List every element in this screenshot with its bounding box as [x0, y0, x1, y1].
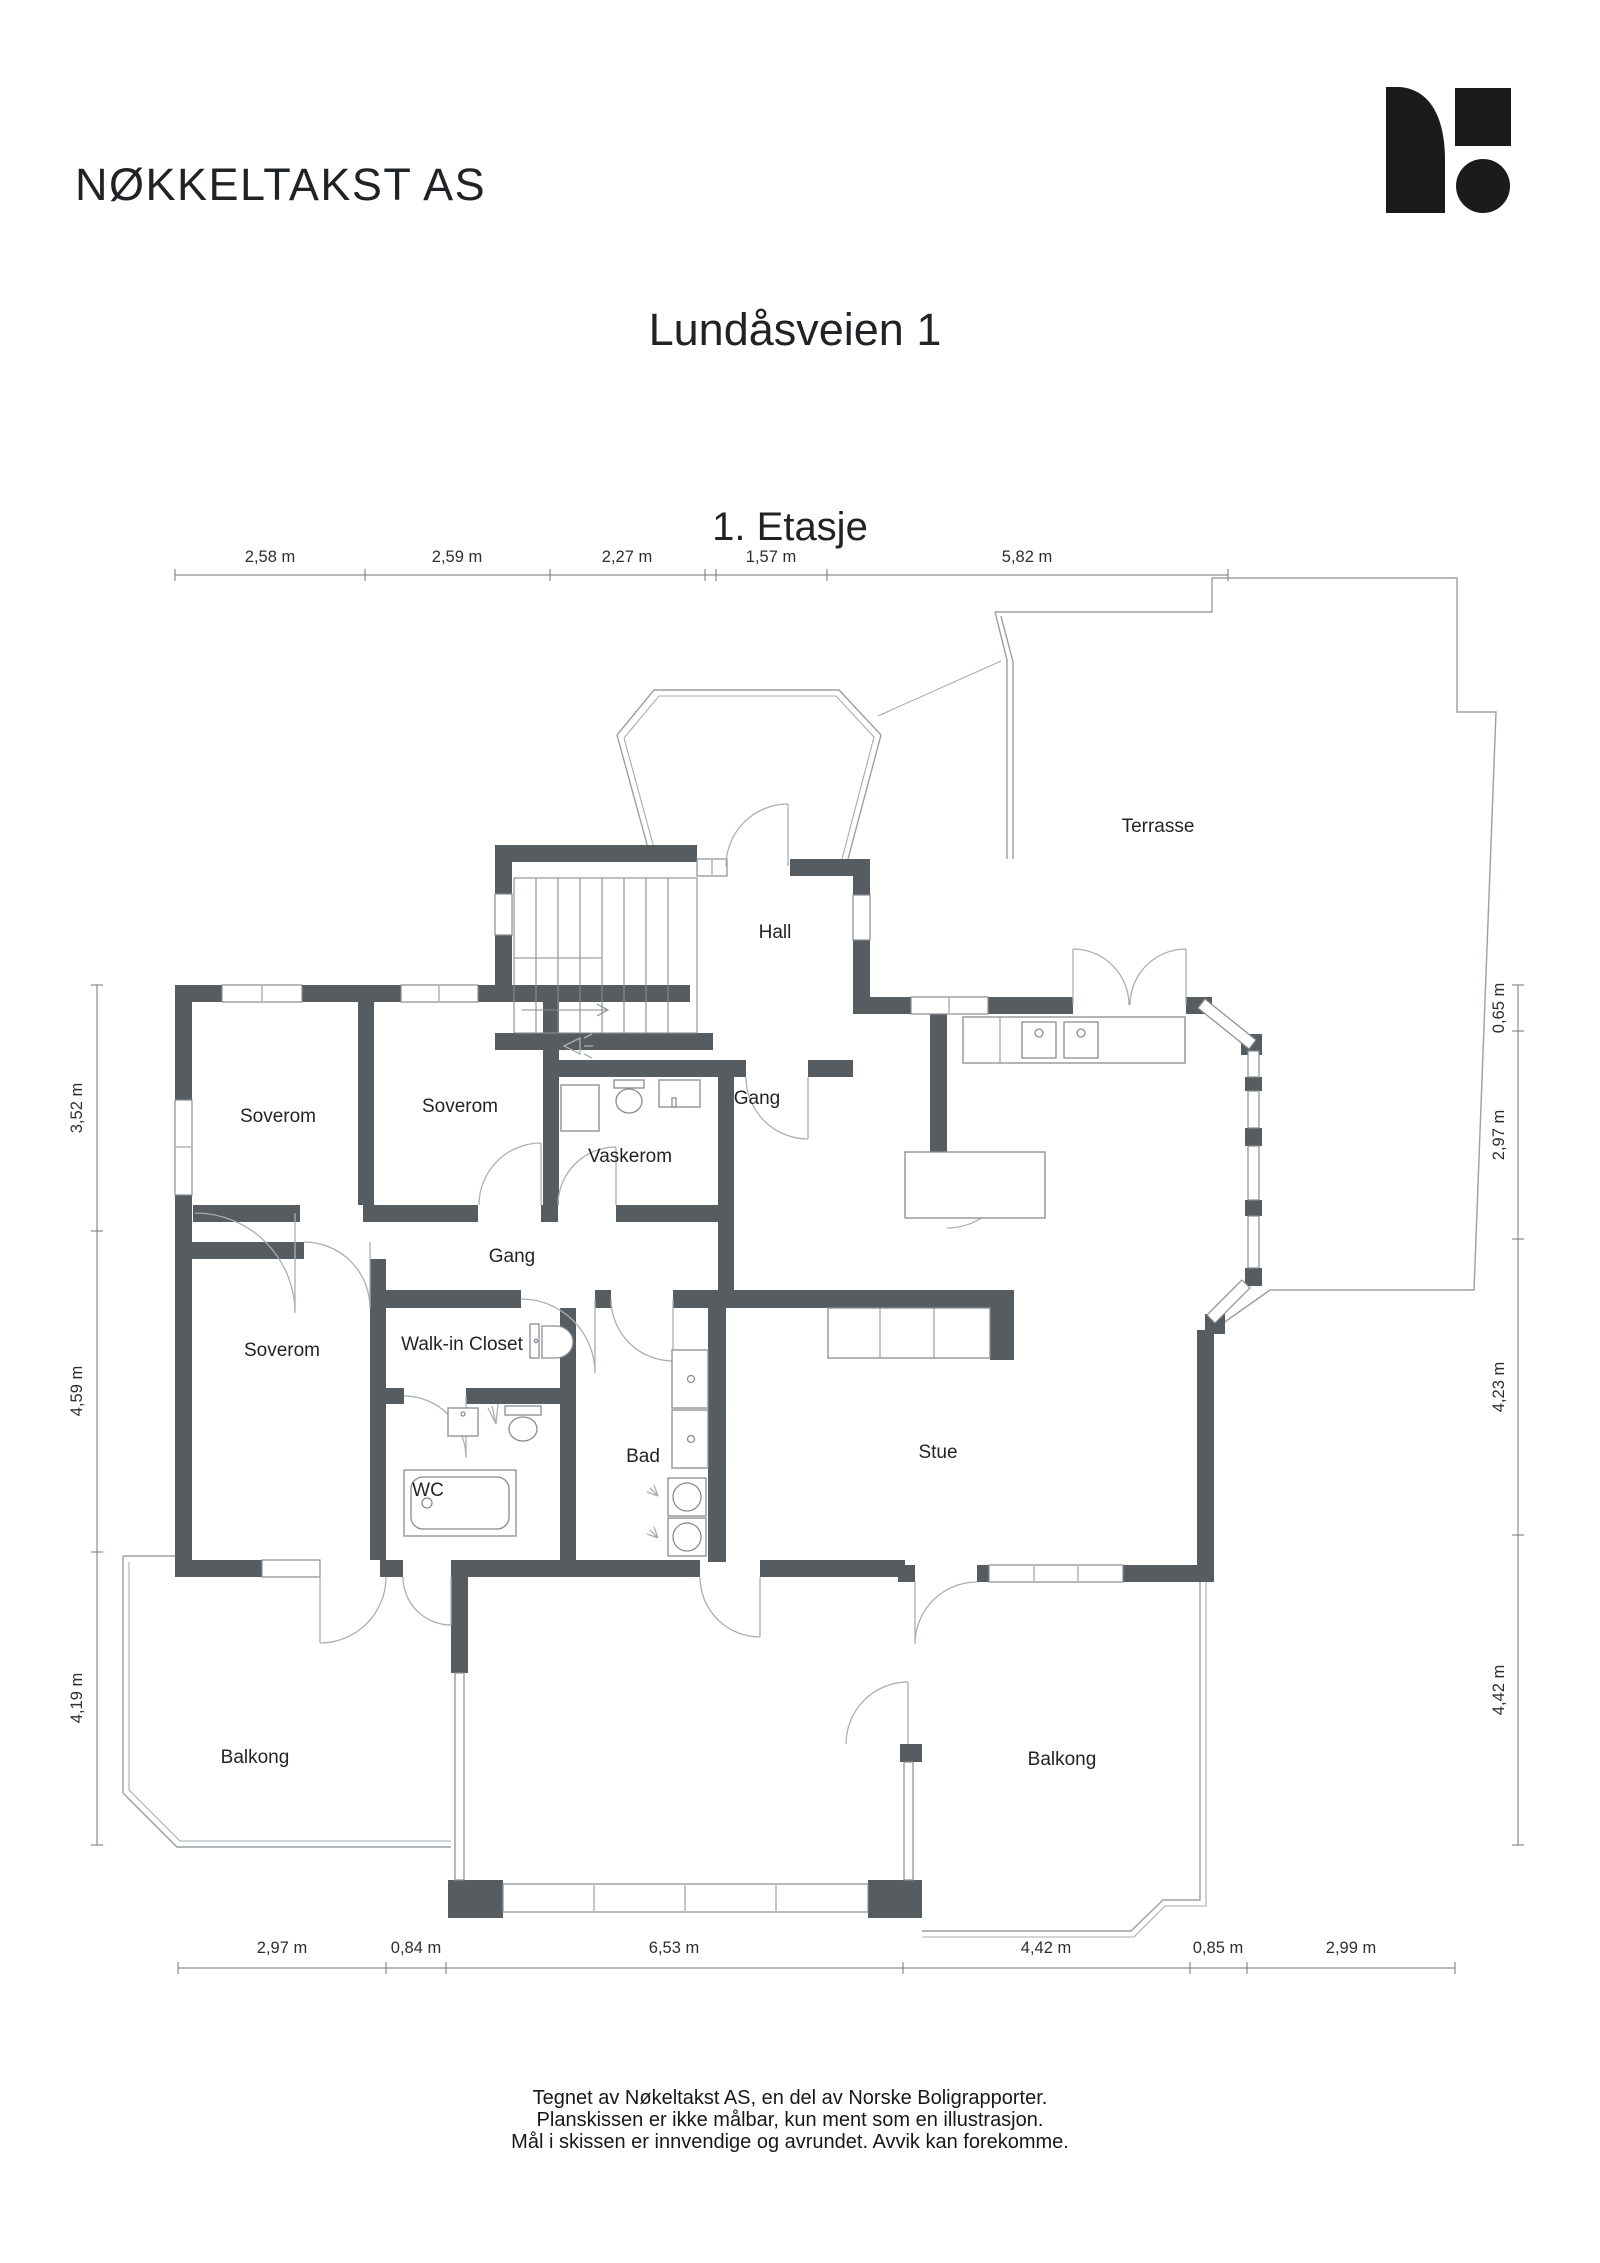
room-label-soverom-3: Soverom	[244, 1340, 320, 1361]
room-label-gang-upper: Gang	[734, 1088, 780, 1109]
kitchen-cabinets	[827, 1307, 991, 1359]
washer-dryer	[646, 1477, 707, 1557]
dim-bottom-6: 2,99 m	[1326, 1939, 1376, 1957]
wall-lamp-icon	[562, 1033, 593, 1059]
dimension-line-bottom: 2,97 m 0,84 m 6,53 m 4,42 m 0,85 m 2,99 …	[177, 1939, 1456, 1974]
entry-porch-outline	[616, 689, 882, 860]
room-label-hall: Hall	[759, 922, 792, 943]
dim-bottom-4: 4,42 m	[1021, 1939, 1071, 1957]
dim-right-3: 4,23 m	[1490, 1362, 1508, 1412]
room-label-soverom-2: Soverom	[422, 1096, 498, 1117]
stair-direction-arrow	[522, 1003, 610, 1017]
dim-right-4: 4,42 m	[1490, 1665, 1508, 1715]
terrasse-outline	[877, 577, 1497, 1327]
wc-fixtures	[447, 1403, 542, 1442]
dim-left-2: 4,59 m	[68, 1366, 86, 1416]
company-name: NØKKELTAKST AS	[75, 159, 486, 210]
room-label-gang-lower: Gang	[489, 1246, 535, 1267]
dimension-line-top: 2,58 m 2,59 m 2,27 m 1,57 m 5,82 m	[174, 548, 1229, 581]
dim-top-1: 2,58 m	[245, 548, 295, 566]
page-title: Lundåsveien 1	[649, 304, 942, 355]
boligrapporter-logo-mark-icon	[1386, 87, 1511, 213]
dim-right-1: 0,65 m	[1490, 983, 1508, 1033]
vaskerom-fixtures	[560, 1079, 701, 1132]
dimension-line-right: 0,65 m 2,97 m 4,23 m 4,42 m	[1490, 983, 1524, 1846]
kitchen-island	[904, 1151, 1046, 1219]
dim-right-2: 2,97 m	[1490, 1110, 1508, 1160]
room-label-balkong-left: Balkong	[221, 1747, 290, 1768]
footer-line-3: Mål i skissen er innvendige og avrundet.…	[511, 2131, 1069, 2153]
dim-bottom-2: 0,84 m	[391, 1939, 441, 1957]
room-label-bad: Bad	[626, 1446, 660, 1467]
bad-vanity	[671, 1349, 709, 1469]
shower-icon	[487, 1403, 499, 1425]
kitchen-counter	[962, 1016, 1186, 1064]
dim-top-4: 1,57 m	[746, 548, 796, 566]
room-label-wc: WC	[412, 1480, 444, 1501]
room-label-balkong-right: Balkong	[1028, 1749, 1097, 1770]
dim-bottom-3: 6,53 m	[649, 1939, 699, 1957]
dim-top-5: 5,82 m	[1002, 548, 1052, 566]
dim-bottom-5: 0,85 m	[1193, 1939, 1243, 1957]
floor-title: 1. Etasje	[712, 505, 868, 549]
shower-icon	[646, 1484, 659, 1497]
shower-icon	[646, 1526, 659, 1539]
dim-top-3: 2,27 m	[602, 548, 652, 566]
dim-bottom-1: 2,97 m	[257, 1939, 307, 1957]
windows	[174, 858, 1260, 1913]
staircase	[513, 877, 698, 1034]
room-label-terrasse: Terrasse	[1122, 816, 1195, 837]
balcony-right-outline	[922, 1582, 1207, 1938]
footer-line-2: Planskissen er ikke målbar, kun ment som…	[537, 2109, 1044, 2131]
footer-line-1: Tegnet av Nøkeltakst AS, en del av Norsk…	[533, 2087, 1048, 2109]
dimension-line-left: 3,52 m 4,59 m 4,19 m	[68, 984, 103, 1846]
dim-left-3: 4,19 m	[68, 1673, 86, 1723]
room-label-soverom-1: Soverom	[240, 1106, 316, 1127]
room-label-walk-in-closet: Walk-in Closet	[401, 1334, 523, 1355]
walls	[175, 845, 1262, 1918]
dim-top-2: 2,59 m	[432, 548, 482, 566]
balcony-left-outline	[122, 1555, 451, 1848]
room-label-vaskerom: Vaskerom	[588, 1146, 672, 1167]
dim-left-1: 3,52 m	[68, 1083, 86, 1133]
room-label-stue: Stue	[918, 1442, 957, 1463]
bathtub	[403, 1469, 517, 1537]
walkin-fixture	[529, 1323, 574, 1359]
doors	[194, 803, 1187, 1745]
